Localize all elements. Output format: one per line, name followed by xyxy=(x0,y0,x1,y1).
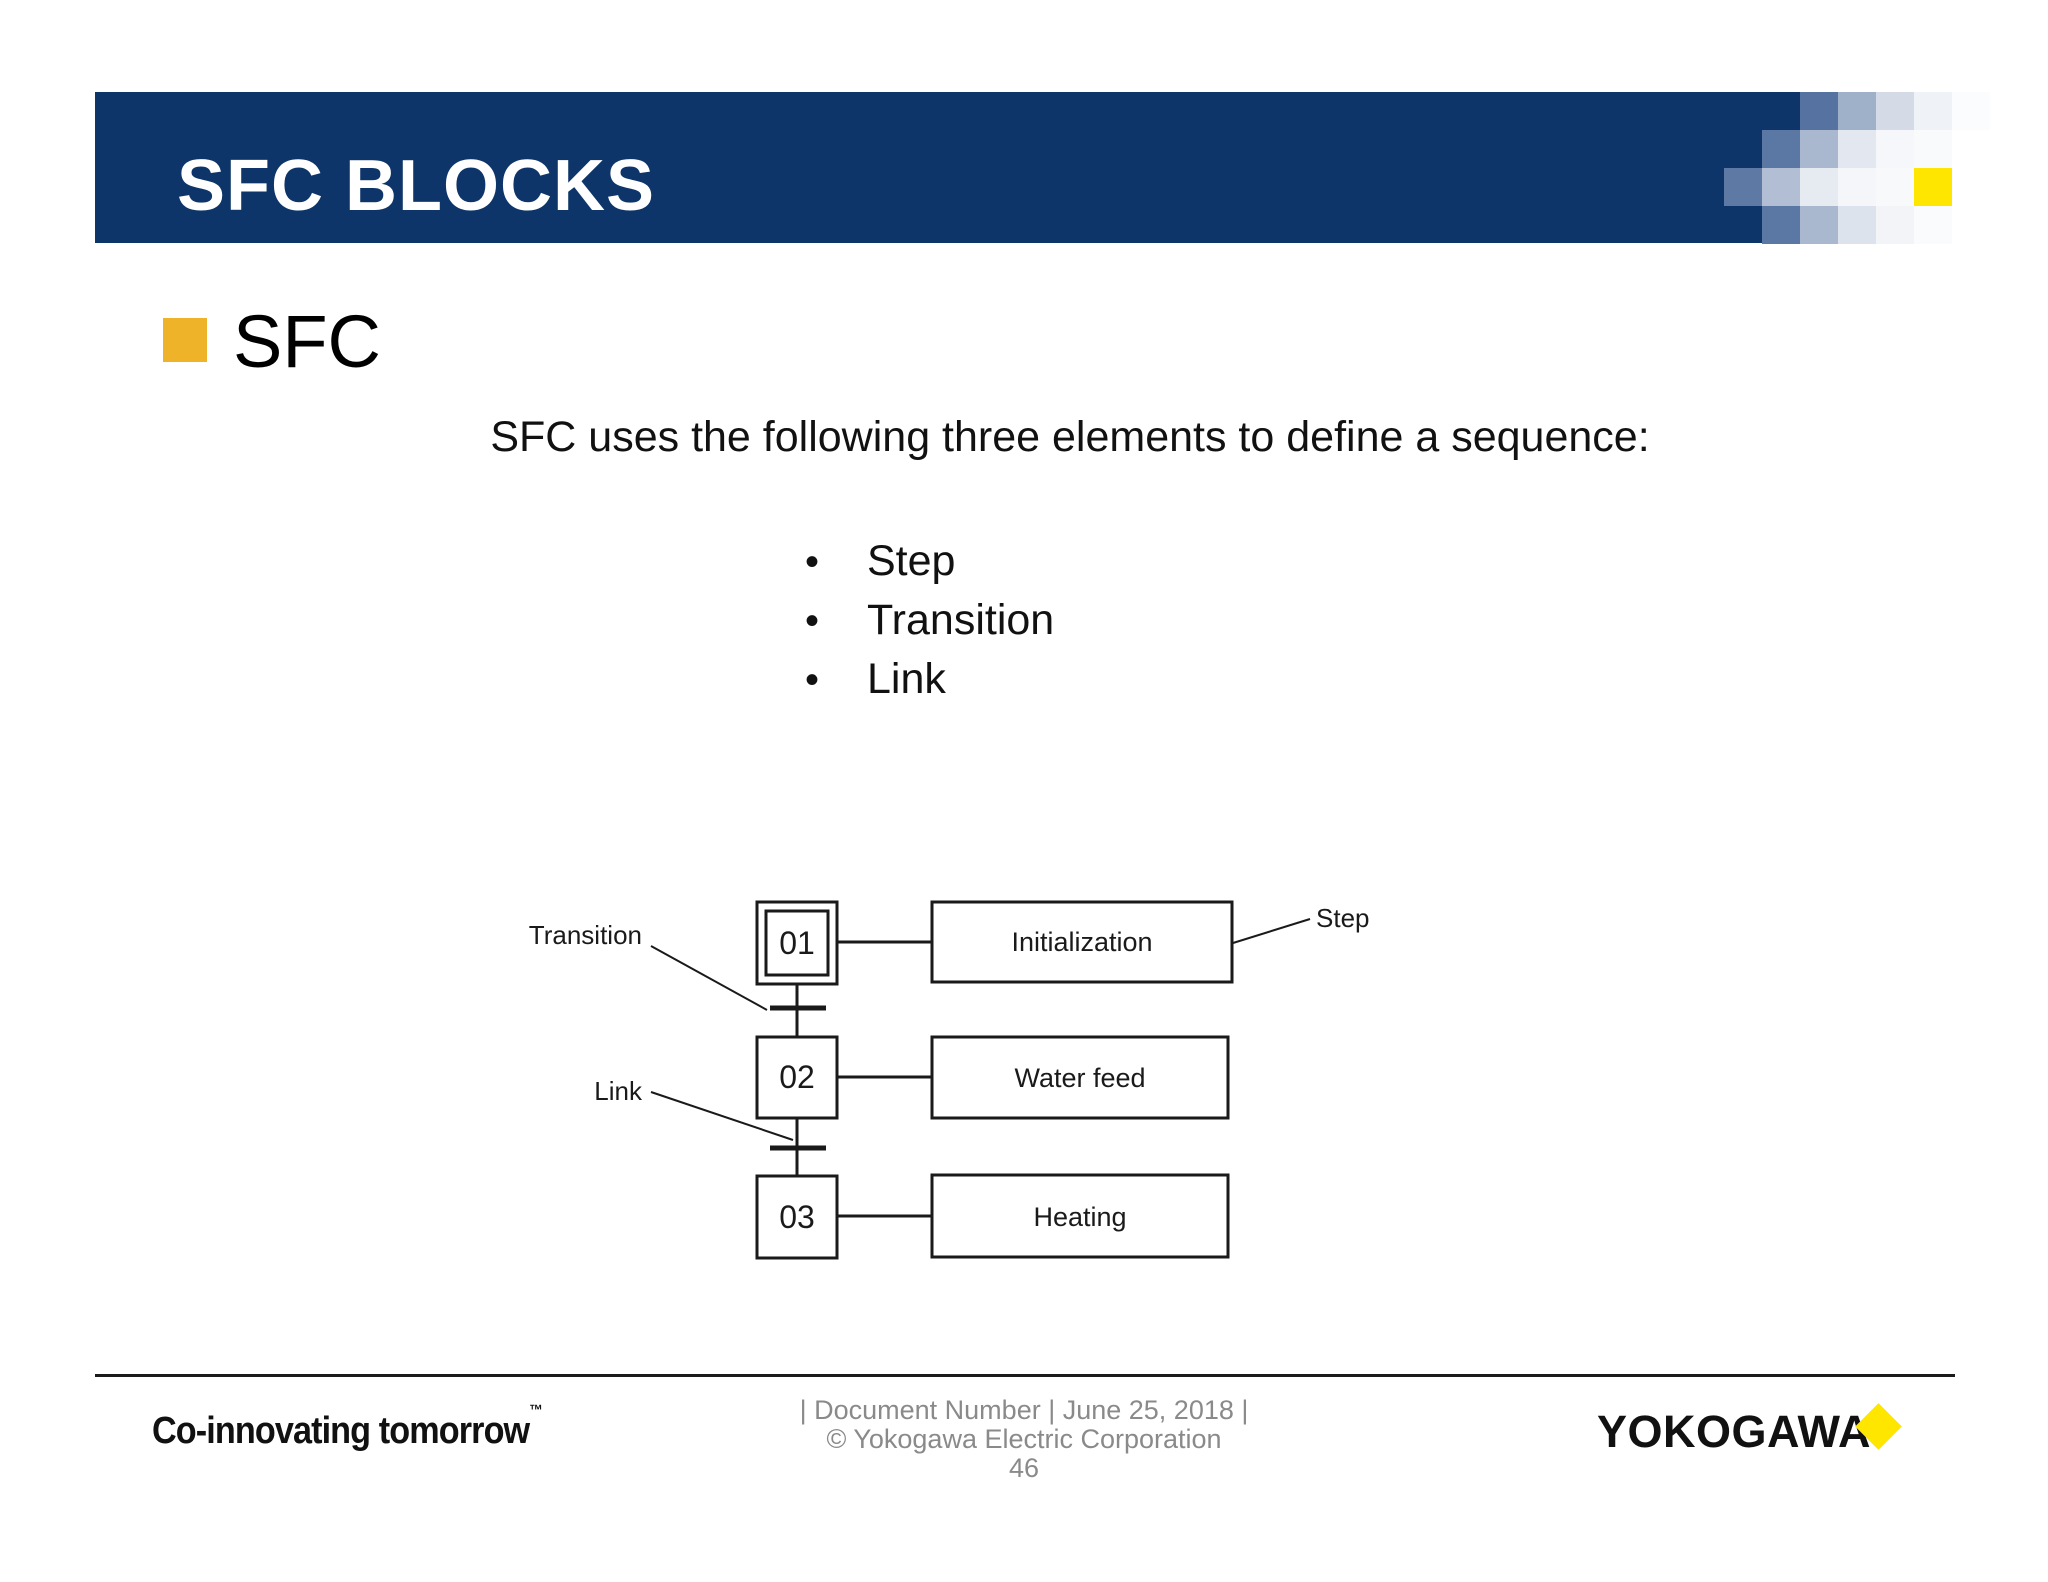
step-02-id: 02 xyxy=(779,1059,815,1095)
list-item-label: Step xyxy=(867,537,956,585)
mosaic-cell xyxy=(1914,206,1952,244)
mosaic-cell xyxy=(1952,92,1990,130)
annotation-step: Step xyxy=(1316,903,1370,933)
mosaic-cell xyxy=(1914,168,1952,206)
mosaic-cell xyxy=(1914,130,1952,168)
list-item-label: Transition xyxy=(867,596,1055,644)
mosaic-cell xyxy=(1762,168,1800,206)
step-01-inner-box xyxy=(764,909,830,977)
header-bar xyxy=(95,92,1762,243)
step-03-id: 03 xyxy=(779,1199,815,1235)
mosaic-cell xyxy=(1800,92,1838,130)
action-heating-box xyxy=(930,1173,1230,1259)
annotation-link: Link xyxy=(594,1076,643,1106)
section-heading: SFC xyxy=(233,300,381,383)
sfc-diagram-canvas: 01 Initialization 02 Water feed 03 Heati… xyxy=(529,900,1370,1260)
heading-square-bullet xyxy=(163,318,207,362)
mosaic-cell xyxy=(1914,92,1952,130)
annotation-transition-callout-line xyxy=(650,945,768,1011)
yokogawa-logo: YOKOGAWA xyxy=(1597,1406,1872,1457)
annotation-transition: Transition xyxy=(529,920,642,950)
bullet-dot-icon: • xyxy=(805,599,820,643)
footer-divider xyxy=(95,1374,1955,1377)
action-heating-label: Heating xyxy=(1033,1202,1126,1232)
annotation-step-callout-line xyxy=(1232,918,1311,944)
action-initialization-label: Initialization xyxy=(1011,927,1152,957)
copyright-line: © Yokogawa Electric Corporation xyxy=(826,1424,1222,1454)
annotation-link-callout-line xyxy=(650,1091,794,1141)
tagline-logo: Co-innovating tomorrow™ xyxy=(152,1402,543,1453)
header-mosaic-decoration xyxy=(1724,92,1990,244)
mosaic-cell xyxy=(1876,130,1914,168)
mosaic-cell xyxy=(1762,92,1800,130)
document-number-line: | Document Number | June 25, 2018 | xyxy=(799,1395,1249,1425)
bullet-dot-icon: • xyxy=(805,658,820,702)
trademark-symbol: ™ xyxy=(529,1402,543,1419)
action-initialization-box xyxy=(930,900,1234,984)
mosaic-cell xyxy=(1800,206,1838,244)
action-water-feed-box xyxy=(930,1035,1230,1120)
mosaic-cell xyxy=(1876,206,1914,244)
intro-sentence: SFC uses the following three elements to… xyxy=(490,413,1650,461)
mosaic-cell xyxy=(1876,92,1914,130)
footer-info: | Document Number | June 25, 2018 | © Yo… xyxy=(624,1396,1424,1483)
page-number: 46 xyxy=(1008,1453,1040,1483)
slide-title: SFC BLOCKS xyxy=(177,146,655,226)
mosaic-cell xyxy=(1800,130,1838,168)
mosaic-cell xyxy=(1838,168,1876,206)
bullet-dot-icon: • xyxy=(805,540,820,584)
mosaic-cell xyxy=(1724,168,1762,206)
list-item: • Transition xyxy=(805,599,1054,642)
mosaic-cell xyxy=(1762,130,1800,168)
list-item: • Step xyxy=(805,540,1054,583)
mosaic-cell xyxy=(1838,92,1876,130)
tagline-text: Co-innovating tomorrow xyxy=(152,1410,530,1452)
list-item-label: Link xyxy=(867,655,946,703)
mosaic-cell xyxy=(1838,206,1876,244)
action-water-feed-label: Water feed xyxy=(1014,1063,1145,1093)
step-01-id: 01 xyxy=(779,925,815,961)
sfc-diagram: 01 Initialization 02 Water feed 03 Heati… xyxy=(480,880,1420,1300)
mosaic-cell xyxy=(1800,168,1838,206)
mosaic-cell xyxy=(1838,130,1876,168)
mosaic-cell xyxy=(1762,206,1800,244)
list-item: • Link xyxy=(805,658,1054,701)
element-list: • Step • Transition • Link xyxy=(805,540,1054,701)
mosaic-cell xyxy=(1876,168,1914,206)
step-03-box xyxy=(755,1174,839,1260)
